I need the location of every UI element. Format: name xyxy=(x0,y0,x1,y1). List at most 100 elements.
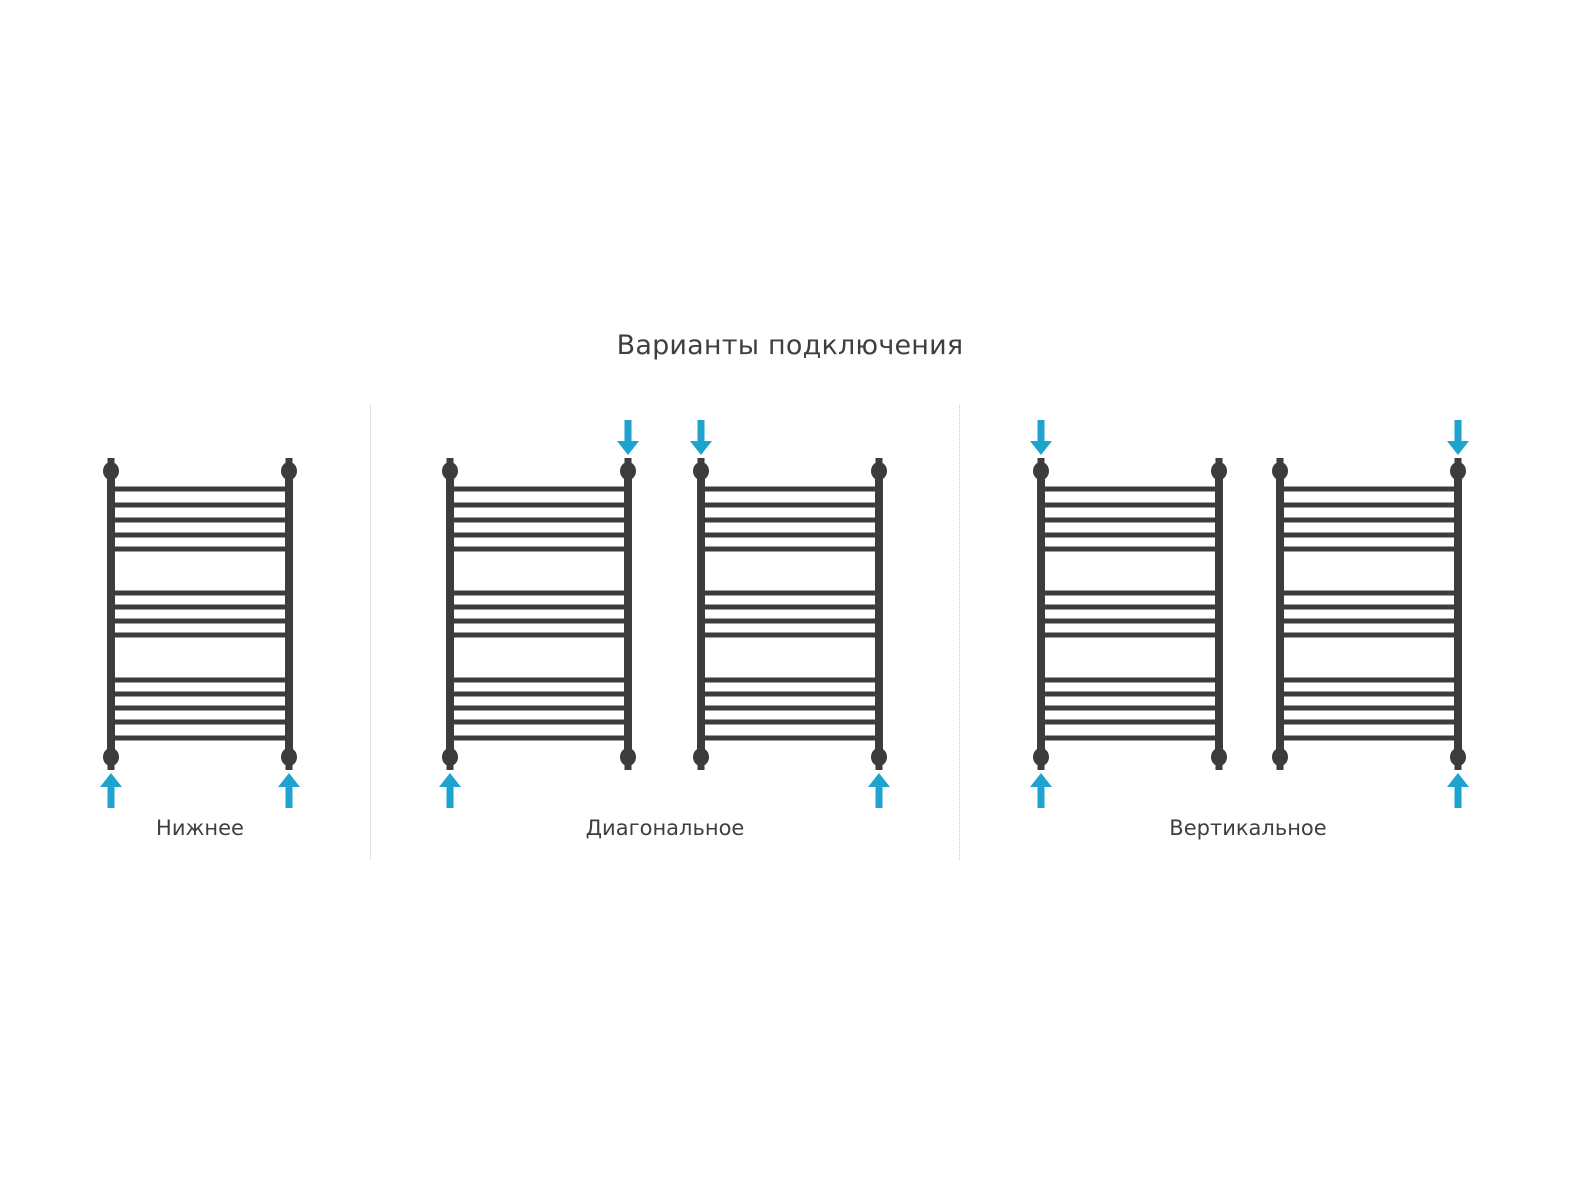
radiator-bar xyxy=(450,632,628,638)
arrow-up-icon xyxy=(278,773,300,808)
radiator-bar xyxy=(111,486,289,492)
radiator-nipple xyxy=(285,744,293,770)
arrow-shaft xyxy=(1037,786,1045,808)
arrow-up-icon xyxy=(439,773,461,808)
radiator-rail xyxy=(1037,471,1045,757)
arrow-up-icon xyxy=(868,773,890,808)
radiator-bar xyxy=(450,677,628,683)
radiator-bar xyxy=(701,502,879,508)
radiator-bar xyxy=(111,502,289,508)
arrow-down-icon xyxy=(690,420,712,455)
radiator-bar xyxy=(1280,590,1458,596)
radiator-bar xyxy=(1280,632,1458,638)
arrow-shaft xyxy=(697,420,705,442)
arrow-shaft xyxy=(875,786,883,808)
radiator-bar xyxy=(1280,735,1458,741)
radiator-bar xyxy=(1041,677,1219,683)
radiator-bar xyxy=(1041,486,1219,492)
radiator-rail xyxy=(1454,471,1462,757)
arrow-head xyxy=(617,441,639,455)
radiator-bar xyxy=(1280,618,1458,624)
radiator-bar xyxy=(1041,604,1219,610)
radiator-bar xyxy=(701,705,879,711)
radiator-bar xyxy=(1041,719,1219,725)
radiator-bar xyxy=(111,590,289,596)
radiator-bar xyxy=(450,517,628,523)
arrow-head xyxy=(278,773,300,787)
radiator-bar xyxy=(1280,532,1458,538)
radiator-nipple xyxy=(446,458,454,484)
radiator-bar xyxy=(1041,618,1219,624)
radiator-bar xyxy=(1280,705,1458,711)
radiator-bar xyxy=(701,532,879,538)
arrow-shaft xyxy=(624,420,632,442)
radiator-bar xyxy=(1280,546,1458,552)
radiator-nipple xyxy=(446,744,454,770)
radiator-bar xyxy=(450,590,628,596)
radiator-bar xyxy=(1041,735,1219,741)
radiator-nipple xyxy=(624,744,632,770)
caption-diagonal-connection: Диагональное xyxy=(585,816,745,840)
radiator-bar xyxy=(701,677,879,683)
radiator-bar xyxy=(111,735,289,741)
radiator-bar xyxy=(111,517,289,523)
radiator-nipple xyxy=(285,458,293,484)
radiator-nipple xyxy=(1454,458,1462,484)
arrow-head xyxy=(1030,441,1052,455)
group-divider xyxy=(959,405,960,860)
radiator-bar xyxy=(450,532,628,538)
arrow-shaft xyxy=(446,786,454,808)
radiator-icon xyxy=(693,458,887,770)
radiator-bar xyxy=(701,719,879,725)
arrow-shaft xyxy=(1454,786,1462,808)
radiator-bar xyxy=(1280,691,1458,697)
radiator-bar xyxy=(111,532,289,538)
radiator-nipple xyxy=(107,458,115,484)
radiator-nipple xyxy=(1454,744,1462,770)
radiator-icon xyxy=(442,458,636,770)
radiator-icon xyxy=(1033,458,1227,770)
radiator-nipple xyxy=(1276,458,1284,484)
arrow-shaft xyxy=(1454,420,1462,442)
radiator-bar xyxy=(1041,532,1219,538)
arrow-shaft xyxy=(285,786,293,808)
radiator-nipple xyxy=(875,744,883,770)
radiator-bar xyxy=(111,691,289,697)
radiator-bar xyxy=(701,618,879,624)
radiator-nipple xyxy=(1037,744,1045,770)
radiator-nipple xyxy=(697,458,705,484)
radiator-bar xyxy=(450,719,628,725)
radiator-bar xyxy=(701,604,879,610)
radiator-bar xyxy=(701,517,879,523)
radiator-bar xyxy=(1041,705,1219,711)
caption-bottom-connection: Нижнее xyxy=(156,816,244,840)
radiator-bar xyxy=(450,618,628,624)
radiator-bar xyxy=(1280,502,1458,508)
radiator-bar xyxy=(1041,590,1219,596)
radiator-bar xyxy=(450,604,628,610)
radiator-bar xyxy=(450,735,628,741)
radiator-bar xyxy=(111,618,289,624)
radiator-nipple xyxy=(1215,744,1223,770)
radiator-bar xyxy=(111,677,289,683)
arrow-down-icon xyxy=(1030,420,1052,455)
arrow-head xyxy=(690,441,712,455)
radiator-bar xyxy=(111,546,289,552)
radiator-nipple xyxy=(1215,458,1223,484)
radiator-rail xyxy=(1276,471,1284,757)
radiator-bar xyxy=(450,486,628,492)
arrow-head xyxy=(1447,773,1469,787)
radiator-bar xyxy=(701,735,879,741)
arrow-shaft xyxy=(107,786,115,808)
arrow-down-icon xyxy=(1447,420,1469,455)
arrow-up-icon xyxy=(1030,773,1052,808)
page-title: Варианты подключения xyxy=(616,330,964,361)
radiator-rail xyxy=(624,471,632,757)
radiator-rail xyxy=(697,471,705,757)
radiator-bar xyxy=(1041,691,1219,697)
radiator-bar xyxy=(1280,677,1458,683)
radiator-bar xyxy=(701,486,879,492)
radiator-rail xyxy=(1215,471,1223,757)
